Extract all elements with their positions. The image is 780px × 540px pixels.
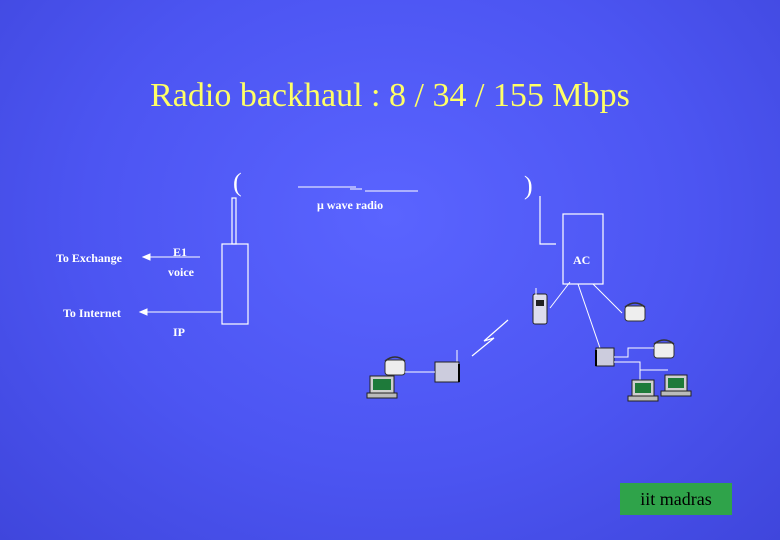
to-exchange-label: To Exchange xyxy=(56,251,122,265)
radio-label: μ wave radio xyxy=(317,198,384,212)
radio-link-lines xyxy=(298,186,418,192)
paren-left: ( xyxy=(233,168,242,197)
to-internet-label: To Internet xyxy=(63,306,121,320)
right-tower-icon xyxy=(539,196,604,285)
paren-right: ) xyxy=(524,171,533,200)
handset-icon xyxy=(532,288,548,325)
ip-label: IP xyxy=(173,325,185,339)
left-tower-icon xyxy=(221,197,249,325)
exchange-links xyxy=(138,253,222,316)
ac-links xyxy=(549,281,623,349)
e1-label: E1 xyxy=(173,245,188,259)
phone-icon-right-mid xyxy=(653,339,675,359)
computer-icon-right-b xyxy=(660,374,692,397)
computer-icon-left xyxy=(366,375,398,399)
footer-badge: iit madras xyxy=(620,483,732,515)
computer-icon-right-a xyxy=(627,379,659,402)
voice-label: voice xyxy=(168,265,194,279)
router-icon xyxy=(595,347,668,380)
ac-label: AC xyxy=(573,253,591,267)
remote-terminal-left xyxy=(405,350,460,383)
phone-icon-right-top xyxy=(624,302,646,322)
slide-title: Radio backhaul : 8 / 34 / 155 Mbps xyxy=(150,77,630,114)
phone-icon-left xyxy=(384,356,406,376)
lightning-icon xyxy=(471,319,509,357)
